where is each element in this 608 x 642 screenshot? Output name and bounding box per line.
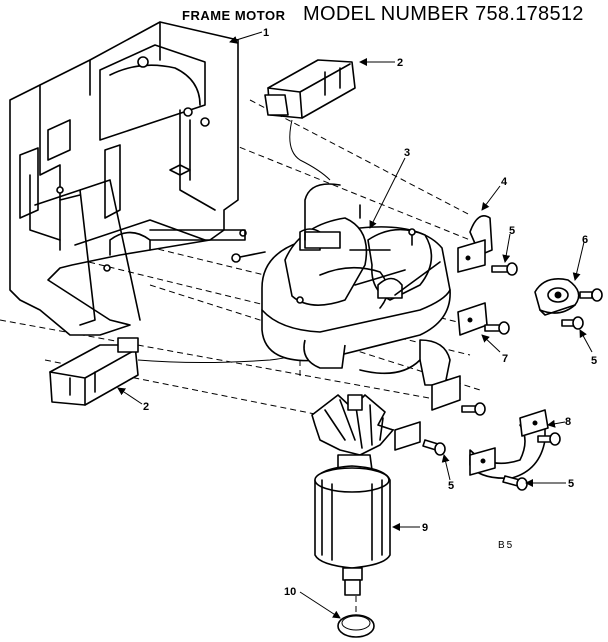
callout-1: 1 (263, 27, 269, 39)
callout-10: 10 (284, 586, 296, 598)
model-number-label: MODEL NUMBER 758.178512 (303, 3, 584, 25)
screw-3 (579, 288, 603, 302)
motor-field-stator (231, 183, 451, 386)
bearing-retainer (534, 278, 580, 316)
callout-5-lower-left: 5 (448, 480, 454, 492)
screw-4 (561, 316, 584, 330)
clip-plate-mid (457, 302, 488, 336)
screw-8 (502, 475, 528, 491)
callout-5-top: 5 (509, 225, 515, 237)
callout-9: 9 (422, 522, 428, 534)
screw-1 (491, 262, 518, 276)
callout-2-bottom: 2 (143, 401, 149, 413)
screw-2 (484, 321, 510, 335)
leader-lines (117, 31, 593, 619)
page-code: B5 (498, 540, 514, 551)
callout-7: 7 (502, 353, 508, 365)
callout-2-top: 2 (397, 57, 403, 69)
clip-top (457, 215, 493, 273)
screw-5 (461, 402, 486, 416)
callout-5-lower-right: 5 (568, 478, 574, 490)
brush-holder-top (264, 59, 356, 181)
motor-frame (9, 21, 247, 336)
callout-3: 3 (404, 147, 410, 159)
frame-motor-label: FRAME MOTOR (182, 8, 286, 23)
brush-holder-bottom (49, 319, 346, 406)
screws (422, 262, 603, 491)
callout-numbers: 1 2 2 3 4 5 5 5 5 6 7 8 9 10 (143, 27, 597, 598)
washer (337, 596, 375, 638)
armature (311, 394, 394, 596)
callout-4: 4 (501, 176, 508, 188)
screw-7 (537, 432, 561, 446)
clip-bottom (469, 409, 549, 480)
callout-5-right: 5 (591, 355, 597, 367)
callout-8: 8 (565, 416, 571, 428)
screw-6 (422, 439, 446, 456)
callout-6: 6 (582, 234, 588, 246)
clip-plates-lower (394, 375, 461, 451)
